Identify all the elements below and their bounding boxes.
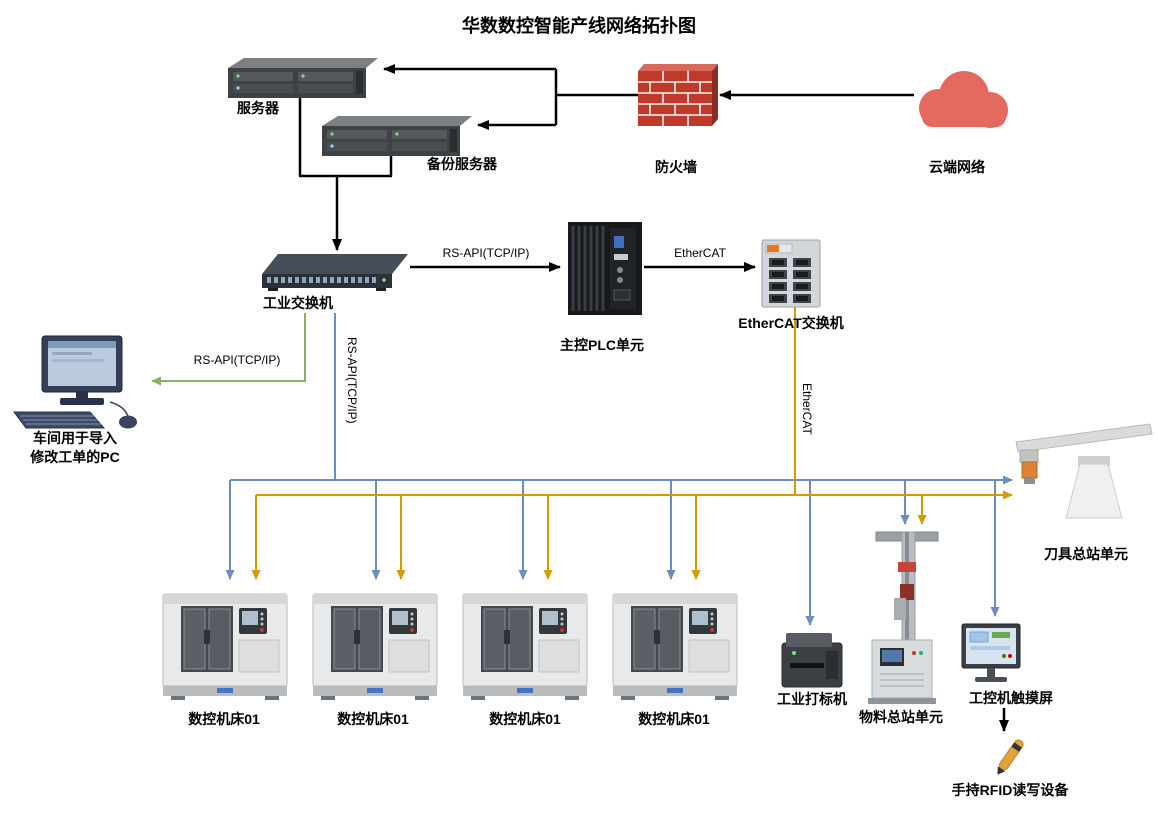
material-station-icon — [868, 531, 939, 704]
label-workshop-pc-line2: 修改工单的PC — [30, 449, 120, 465]
edge-label-switch-to-workshop-pc: RS-API(TCP/IP) — [193, 353, 281, 367]
cnc-machine-4-icon — [612, 593, 738, 701]
label-cnc-1: 数控机床01 — [188, 711, 260, 727]
label-cnc-4: 数控机床01 — [638, 711, 710, 727]
cnc-machine-3-icon — [462, 593, 588, 701]
firewall-icon — [638, 64, 718, 126]
cnc-machine-2-icon — [312, 593, 438, 701]
label-industrial-switch: 工业交换机 — [263, 295, 333, 311]
edge-label-plc-to-ethercat-switch: EtherCAT — [674, 246, 726, 260]
touch-panel-icon — [961, 623, 1021, 682]
label-cloud: 云端网络 — [929, 159, 985, 175]
edge-label-yellow-bus: EtherCAT — [800, 383, 814, 435]
marking-machine-icon — [781, 633, 843, 688]
cnc-machine-1-icon — [162, 593, 288, 701]
industrial-switch-icon — [262, 254, 408, 291]
label-workshop-pc-line1: 车间用于导入 — [33, 430, 117, 446]
label-touch-panel: 工控机触摸屏 — [969, 690, 1053, 706]
label-cnc-3: 数控机床01 — [489, 711, 561, 727]
label-marking-machine: 工业打标机 — [777, 691, 847, 707]
ethercat-switch-icon — [761, 239, 821, 308]
label-ethercat-switch: EtherCAT交换机 — [738, 315, 844, 331]
rfid-reader-icon — [997, 739, 1024, 775]
label-server: 服务器 — [237, 100, 279, 116]
backup-server-icon — [322, 116, 472, 156]
label-plc: 主控PLC单元 — [560, 337, 644, 353]
label-tool-station: 刀具总站单元 — [1044, 546, 1128, 562]
label-firewall: 防火墙 — [655, 159, 697, 175]
label-cnc-2: 数控机床01 — [337, 711, 409, 727]
label-material-station: 物料总站单元 — [859, 709, 943, 725]
page-title: 华数数控智能产线网络拓扑图 — [462, 16, 696, 36]
edge-label-blue-bus: RS-API(TCP/IP) — [345, 337, 359, 424]
cloud-icon — [919, 71, 1008, 128]
plc-icon — [568, 222, 642, 315]
workshop-pc-icon — [13, 335, 137, 429]
edge-switch-to-workshop-pc — [151, 313, 306, 386]
server-icon — [228, 58, 378, 98]
label-backup-server: 备份服务器 — [427, 156, 497, 172]
edge-label-switch-to-plc: RS-API(TCP/IP) — [442, 246, 530, 260]
label-rfid-reader: 手持RFID读写设备 — [951, 782, 1069, 798]
tool-station-icon — [1015, 423, 1153, 519]
